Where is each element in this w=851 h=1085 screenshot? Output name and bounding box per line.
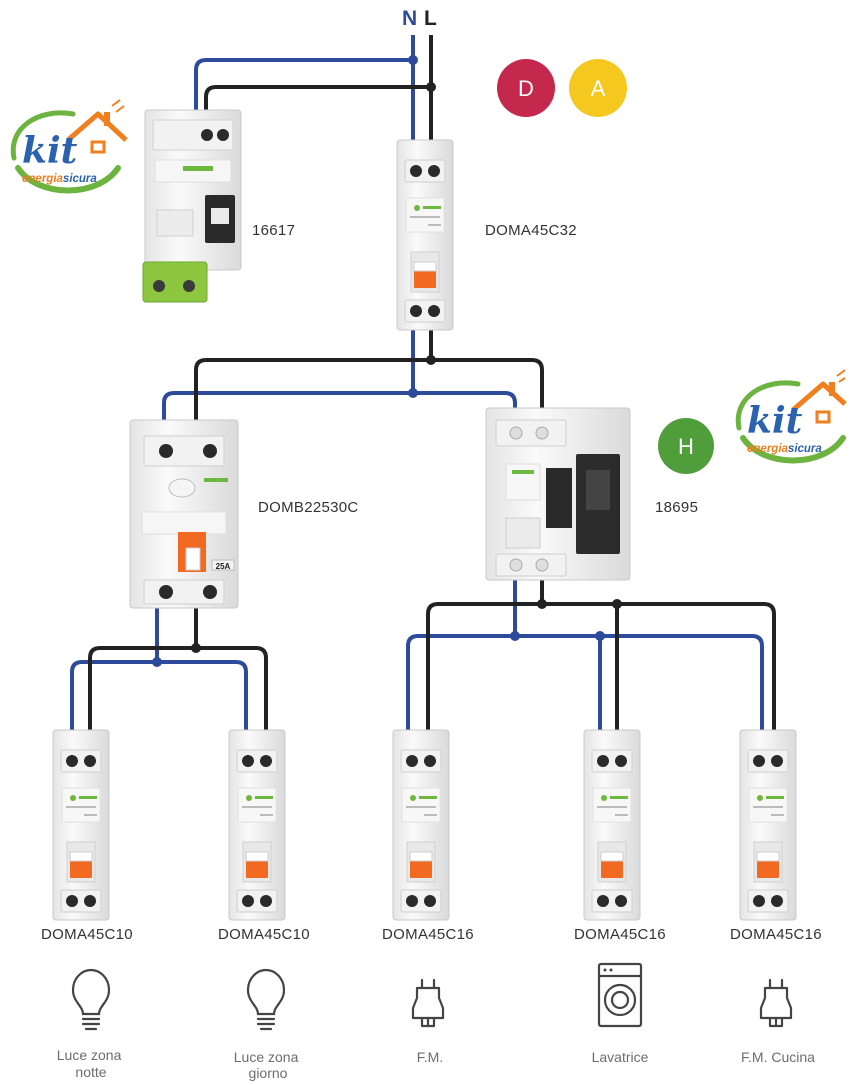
circuit-code-2: DOMA45C10 <box>218 926 310 943</box>
live-label: L <box>424 7 437 30</box>
neutral-left-bus <box>70 660 248 740</box>
caption-lavatrice: Lavatrice <box>592 1049 649 1065</box>
circuit-code-5: DOMA45C16 <box>730 926 822 943</box>
washing-machine-icon <box>597 962 643 1028</box>
circuit-code-4: DOMA45C16 <box>574 926 666 943</box>
mcb-luce-giorno <box>228 729 286 921</box>
svg-text:kit: kit <box>22 130 78 172</box>
neutral-bus-rcd <box>162 391 517 420</box>
device-label-domb22530c: DOMB22530C <box>258 499 359 516</box>
caption-luce-notte: Luce zona notte <box>57 1047 126 1080</box>
neutral-feed-16617 <box>194 58 413 120</box>
live-left-bus <box>88 646 268 740</box>
rcbo-18695 <box>485 407 631 581</box>
svg-text:energiasicura: energiasicura <box>747 443 822 455</box>
mcb-lavatrice <box>583 729 641 921</box>
junction-dots <box>152 55 622 667</box>
mcb-fm-cucina <box>739 729 797 921</box>
svg-text:D: D <box>518 76 534 101</box>
kit-energia-sicura-logo-2: kit energiasicura <box>735 369 847 464</box>
live-bus-rcd <box>194 358 544 420</box>
svg-text:25A: 25A <box>216 562 231 571</box>
mcb-fm <box>392 729 450 921</box>
live-right-bus <box>426 602 776 740</box>
svg-text:kit: kit <box>747 400 803 442</box>
badge-h: H <box>658 418 714 474</box>
mcb-luce-notte <box>52 729 110 921</box>
neutral-label: N <box>402 7 417 30</box>
svg-text:energiasicura: energiasicura <box>22 173 97 185</box>
device-label-doma45c32: DOMA45C32 <box>485 222 577 239</box>
circuit-code-1: DOMA45C10 <box>41 926 133 943</box>
caption-luce-giorno: Luce zona giorno <box>234 1049 303 1081</box>
svg-text:H: H <box>678 434 694 459</box>
neutral-right-bus <box>406 634 764 740</box>
rcd-domb22530c: 25A <box>129 419 239 609</box>
svg-text:A: A <box>591 76 606 101</box>
rcbo-16617 <box>142 109 242 303</box>
kit-energia-sicura-logo: kit energiasicura <box>10 99 128 194</box>
light-bulb-icon <box>246 968 286 1031</box>
caption-fm: F.M. <box>417 1049 443 1065</box>
device-label-16617: 16617 <box>252 222 295 239</box>
light-bulb-icon <box>71 968 111 1031</box>
badge-a: A <box>569 59 627 117</box>
badge-d: D <box>497 59 555 117</box>
device-label-18695: 18695 <box>655 499 698 516</box>
plug-icon <box>411 978 445 1028</box>
caption-fm-cucina: F.M. Cucina <box>741 1049 815 1065</box>
circuit-code-3: DOMA45C16 <box>382 926 474 943</box>
mcb-doma45c32 <box>396 139 454 331</box>
live-feed-16617 <box>204 85 431 120</box>
plug-icon <box>759 978 793 1028</box>
